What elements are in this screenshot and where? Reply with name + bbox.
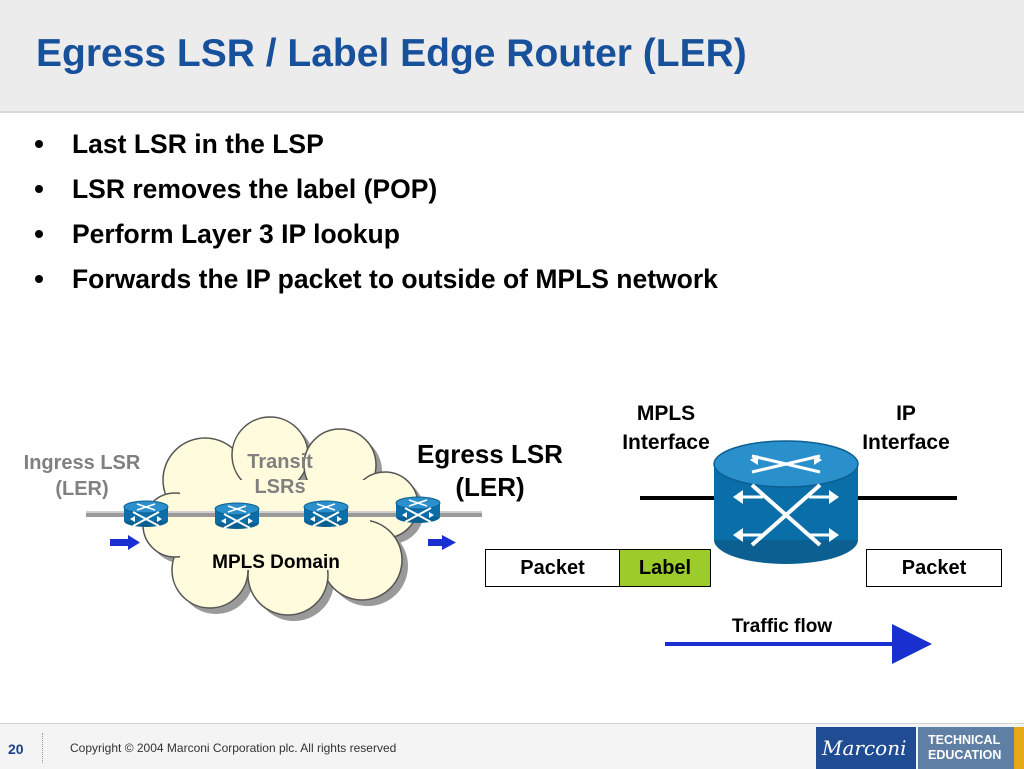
traffic-flow-label: Traffic flow bbox=[731, 616, 833, 637]
logo-text: Marconi bbox=[822, 736, 907, 760]
mpls-domain-label: MPLS Domain bbox=[212, 552, 340, 573]
title-bar: Egress LSR / Label Edge Router (LER) bbox=[0, 0, 1024, 113]
bullet-text: Last LSR in the LSP bbox=[72, 129, 324, 159]
egress-router-large-icon bbox=[713, 440, 859, 564]
page-number: 20 bbox=[8, 741, 24, 757]
bullet-item: Perform Layer 3 IP lookup bbox=[34, 214, 718, 259]
network-link bbox=[86, 511, 482, 517]
footer: 20 Copyright © 2004 Marconi Corporation … bbox=[0, 723, 1024, 769]
bullet-item: Last LSR in the LSP bbox=[34, 124, 718, 169]
bullet-dot-icon bbox=[35, 275, 43, 283]
bullet-dot-icon bbox=[35, 230, 43, 238]
bullet-list: Last LSR in the LSP LSR removes the labe… bbox=[34, 124, 718, 304]
bullet-text: LSR removes the label (POP) bbox=[72, 174, 438, 204]
copyright-text: Copyright © 2004 Marconi Corporation plc… bbox=[70, 741, 397, 755]
bullet-dot-icon bbox=[35, 140, 43, 148]
packet-out-box: Packet bbox=[866, 549, 1002, 587]
ip-interface-label: IP Interface bbox=[862, 402, 950, 454]
label-box: Label bbox=[619, 549, 711, 587]
footer-accent-bar bbox=[1014, 727, 1024, 769]
ingress-label: Ingress LSR (LER) bbox=[23, 452, 141, 500]
footer-divider bbox=[42, 733, 43, 763]
ingress-router-icon bbox=[123, 500, 169, 528]
transit-router-icon bbox=[214, 502, 260, 530]
bullet-item: LSR removes the label (POP) bbox=[34, 169, 718, 214]
egress-flow-arrow-icon bbox=[428, 535, 456, 550]
transit-router-icon bbox=[303, 500, 349, 528]
page-title: Egress LSR / Label Edge Router (LER) bbox=[36, 32, 747, 75]
bullet-dot-icon bbox=[35, 185, 43, 193]
bullet-text: Perform Layer 3 IP lookup bbox=[72, 219, 400, 249]
marconi-logo: Marconi bbox=[816, 727, 916, 769]
technical-education-badge: TECHNICAL EDUCATION bbox=[918, 727, 1014, 769]
transit-label: Transit LSRs bbox=[247, 451, 313, 498]
ingress-flow-arrow-icon bbox=[110, 535, 140, 550]
bullet-item: Forwards the IP packet to outside of MPL… bbox=[34, 259, 718, 304]
packet-in-box: Packet bbox=[485, 549, 620, 587]
egress-label: Egress LSR (LER) bbox=[417, 439, 563, 502]
mpls-interface-label: MPLS Interface bbox=[622, 402, 710, 454]
bullet-text: Forwards the IP packet to outside of MPL… bbox=[72, 264, 718, 294]
